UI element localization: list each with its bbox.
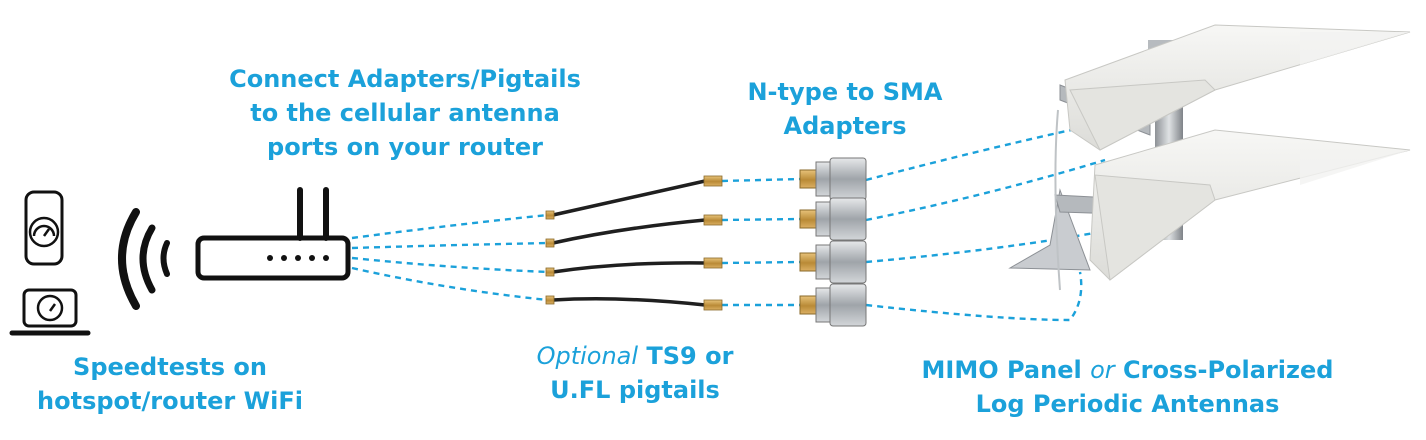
pigtails-ts9-text: TS9 or — [638, 342, 734, 370]
antennas-mimo-text: MIMO Panel — [921, 356, 1091, 384]
adapter-1 — [799, 157, 867, 201]
adapter-2 — [799, 197, 867, 241]
antennas-cross-text: Cross-Polarized — [1114, 356, 1334, 384]
antennas-or-text: or — [1090, 356, 1115, 384]
speedtests-label: Speedtests on hotspot/router WiFi — [20, 350, 320, 418]
antenna-assembly — [1008, 24, 1411, 291]
pigtail-cables — [551, 179, 707, 307]
antennas-label-line-1: MIMO Panel or Cross-Polarized — [905, 353, 1350, 387]
adapters-label: N-type to SMA Adapters — [720, 75, 970, 143]
n-type-adapters — [799, 157, 867, 327]
wifi-signal-icon — [118, 208, 170, 310]
pigtails-optional-text: Optional — [536, 342, 639, 370]
pigtail-connectors — [545, 175, 723, 311]
router-icon — [195, 187, 351, 281]
adapters-label-line-2: Adapters — [783, 112, 907, 140]
router-label-line-1: Connect Adapters/Pigtails — [229, 65, 581, 93]
pigtails-label-line-1: Optional TS9 or — [510, 339, 760, 373]
pigtail-to-adapter-dashes — [721, 177, 801, 307]
router-instructions-label: Connect Adapters/Pigtails to the cellula… — [200, 62, 610, 164]
phone-speedometer-icon — [24, 190, 64, 266]
router-label-line-3: ports on your router — [267, 133, 543, 161]
speedtests-label-line-2: hotspot/router WiFi — [37, 387, 303, 415]
router-label-line-2: to the cellular antenna — [250, 99, 560, 127]
router-to-pigtail-dashes — [351, 213, 549, 302]
speedtests-label-line-1: Speedtests on — [73, 353, 267, 381]
pigtails-label-line-2: U.FL pigtails — [550, 376, 720, 404]
adapter-4 — [799, 283, 867, 327]
laptop-speedometer-icon — [9, 288, 91, 336]
adapters-label-line-1: N-type to SMA — [747, 78, 943, 106]
antennas-label: MIMO Panel or Cross-Polarized Log Period… — [905, 353, 1350, 421]
pigtails-label: Optional TS9 or U.FL pigtails — [510, 339, 760, 407]
adapter-3 — [799, 240, 867, 284]
antennas-label-line-2: Log Periodic Antennas — [975, 390, 1280, 418]
